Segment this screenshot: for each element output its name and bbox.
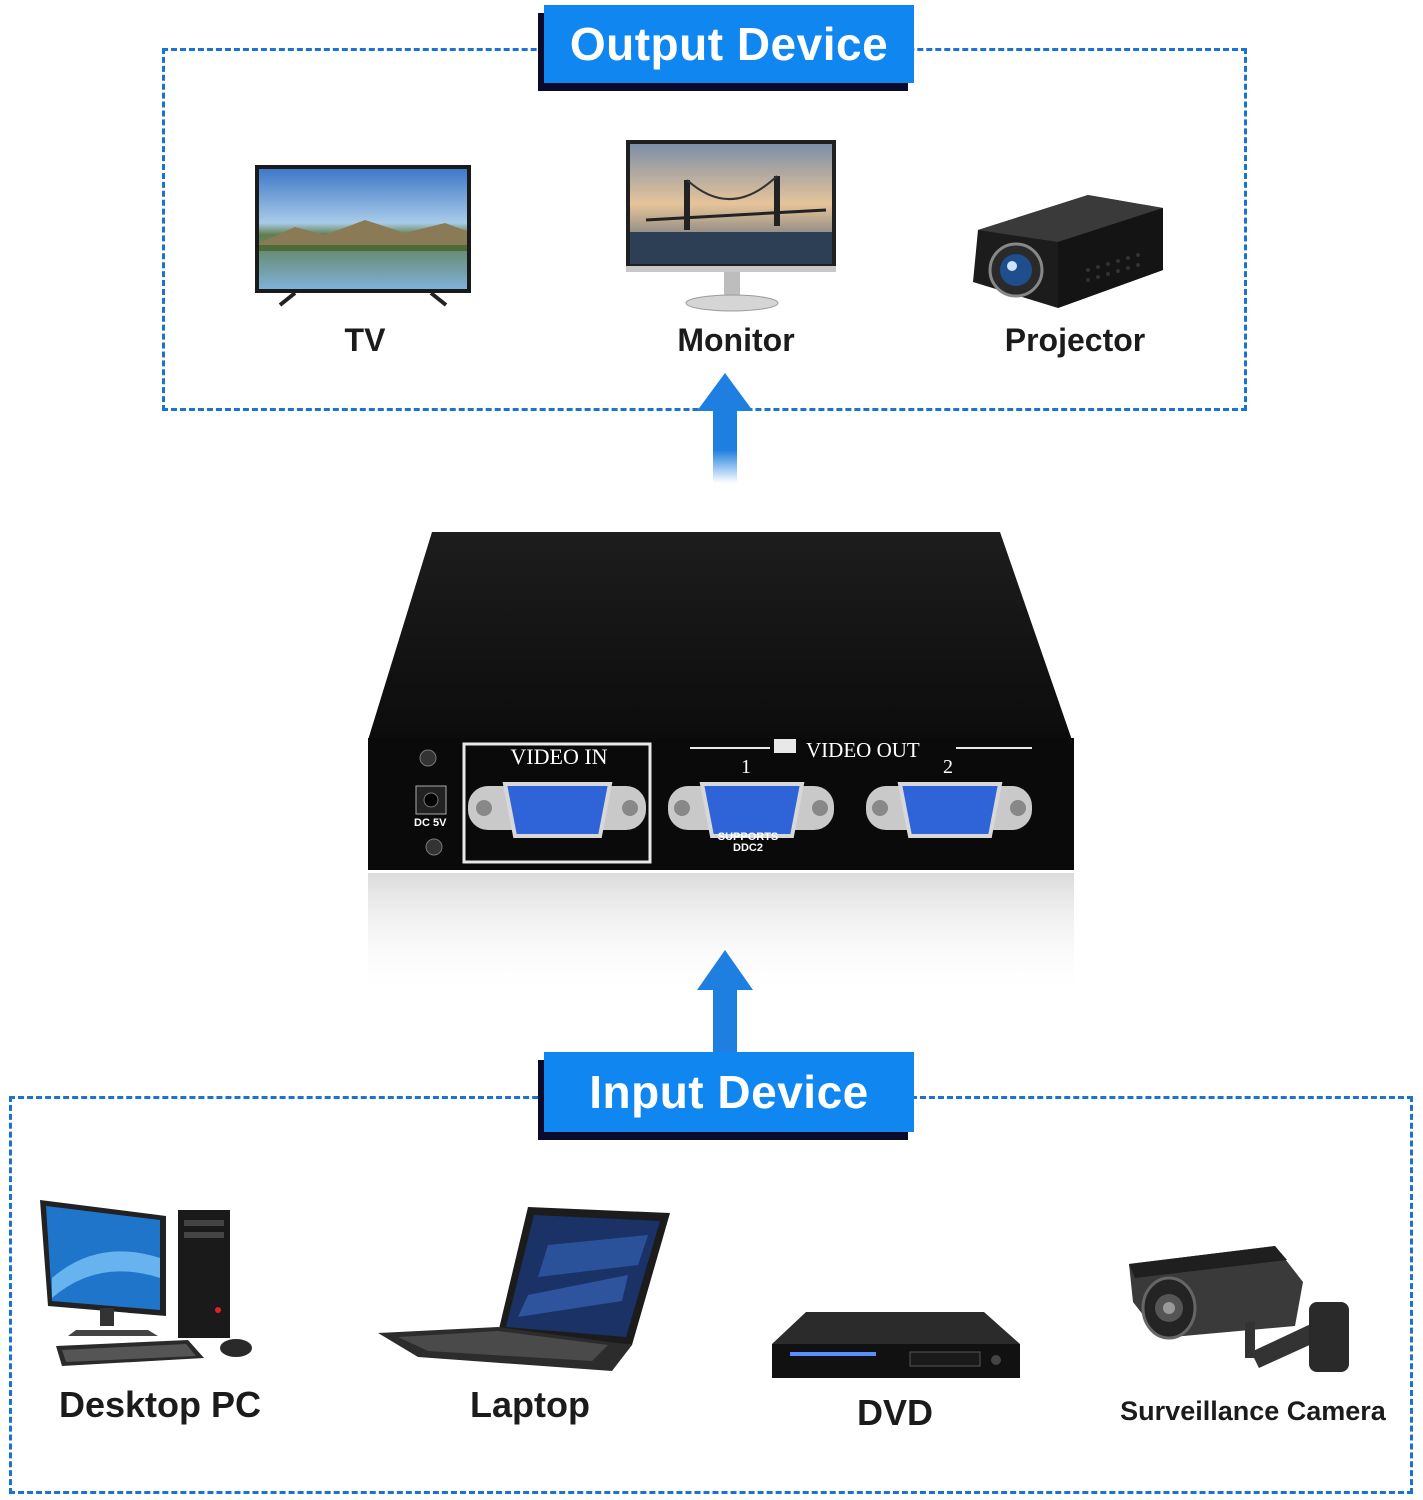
tv-icon [255,165,475,310]
power-dc-5v-label: DC 5V [414,817,462,829]
projector-label: Projector [1004,322,1146,358]
desktop-pc-label: Desktop PC [58,1384,262,1425]
video-out-port-1-label: 1 [741,756,751,778]
video-out-label: VIDEO OUT [806,738,920,762]
desktop-pc-icon [38,1198,258,1378]
ddc2-label: DDC2 [733,842,763,854]
supports-ddc2-label: SUPPORTS DDC2 [700,832,796,854]
projector-icon [968,190,1168,315]
dvd-label: DVD [856,1392,933,1433]
monitor-icon [626,140,838,315]
5v-label: 5V [432,817,447,829]
laptop-icon [378,1205,678,1375]
dc-label: DC [414,817,430,829]
supports-label: SUPPORTS [717,831,779,843]
surveillance-camera-label: Surveillance Camera [1120,1396,1386,1426]
arrow-up-from-input-icon [695,950,755,1052]
input-device-title: Input Device [544,1052,914,1132]
vga-splitter-device [360,528,1082,998]
output-device-title: Output Device [544,5,914,83]
video-out-port-2-label: 2 [943,756,953,778]
arrow-up-to-output-icon [695,373,755,483]
surveillance-camera-icon [1125,1242,1355,1392]
tv-label: TV [344,322,386,358]
video-in-label: VIDEO IN [510,744,608,769]
dvd-player-icon [770,1310,1022,1380]
laptop-label: Laptop [470,1384,590,1425]
monitor-label: Monitor [677,322,795,358]
